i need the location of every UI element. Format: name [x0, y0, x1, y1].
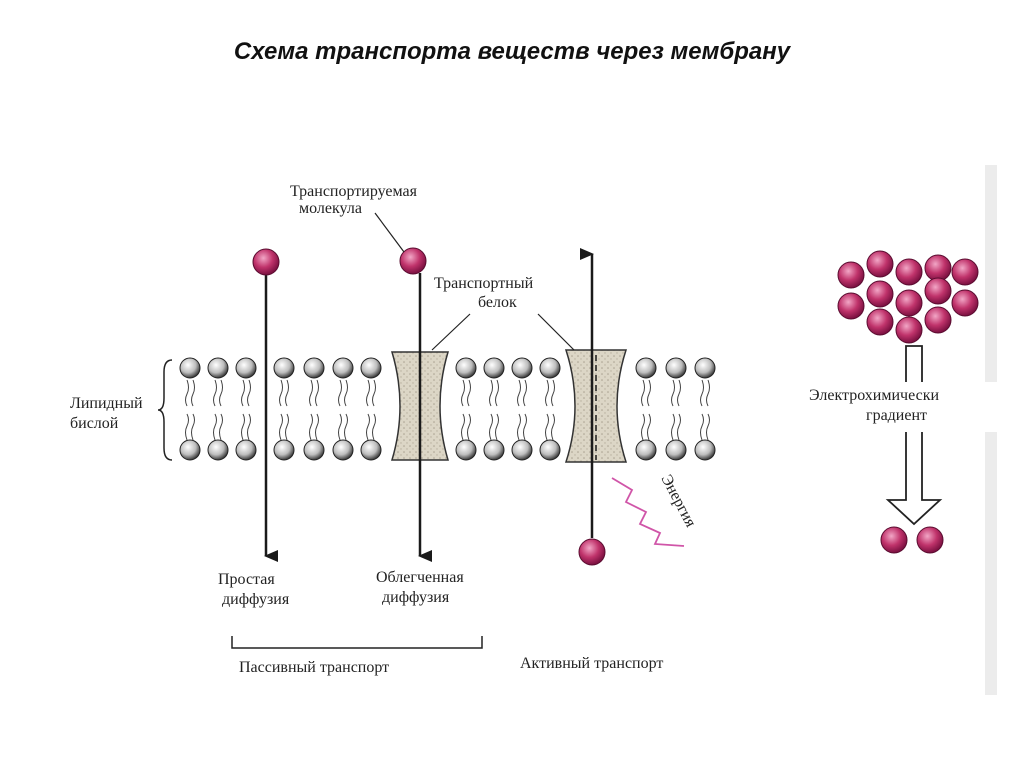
lipid-molecule — [694, 357, 716, 461]
cluster-molecule — [837, 292, 865, 320]
lipid-molecule — [455, 357, 477, 461]
gradient-arrow — [885, 345, 943, 526]
label-energy: Энергия — [657, 472, 699, 531]
cluster-molecule — [895, 316, 923, 344]
label-transported-molecule-2: молекула — [299, 200, 362, 217]
cluster-molecule — [866, 250, 894, 278]
lipid-molecule — [665, 357, 687, 461]
cluster-molecule — [951, 258, 979, 286]
lipid-molecule — [235, 357, 257, 461]
lipid-molecule — [635, 357, 657, 461]
cluster-molecule — [895, 258, 923, 286]
gradient-molecule-2 — [916, 526, 944, 554]
label-simple-diffusion-2: диффузия — [222, 591, 290, 608]
molecule-cluster — [837, 250, 979, 344]
cluster-molecule — [924, 254, 952, 282]
label-facilitated-diffusion-2: диффузия — [382, 589, 450, 606]
gradient-molecule-1 — [880, 526, 908, 554]
cluster-molecule — [924, 306, 952, 334]
label-gradient-1: Электрохимически — [809, 387, 939, 404]
label-lipid-bilayer-1: Липидный — [70, 395, 143, 412]
label-transport-protein-1: Транспортный — [434, 275, 534, 292]
label-transported-molecule-1: Транспортируемая — [290, 183, 418, 200]
gradient-label-bg — [800, 382, 1000, 432]
passive-transport-bracket — [231, 636, 483, 649]
label-facilitated-diffusion-1: Облегченная — [376, 569, 464, 586]
cluster-molecule — [866, 308, 894, 336]
label-simple-diffusion-1: Простая — [218, 571, 275, 588]
molecule-pointer-line — [374, 212, 405, 253]
protein-pointer-left — [431, 313, 471, 351]
molecule-simple-diffusion — [252, 248, 280, 276]
lipid-molecule — [511, 357, 533, 461]
label-transport-protein-2: белок — [478, 294, 517, 311]
label-gradient-2: градиент — [866, 407, 927, 424]
cluster-molecule — [866, 280, 894, 308]
molecule-facilitated — [399, 247, 427, 275]
lipid-bilayer — [179, 357, 716, 461]
cluster-molecule — [837, 261, 865, 289]
page-title: Схема транспорта веществ через мембрану — [233, 38, 791, 65]
label-active-transport: Активный транспорт — [520, 655, 663, 672]
lipid-molecule — [332, 357, 354, 461]
bilayer-bracket — [157, 359, 173, 461]
molecule-active — [578, 538, 606, 566]
lipid-molecule — [483, 357, 505, 461]
cluster-molecule — [924, 277, 952, 305]
cluster-molecule — [951, 289, 979, 317]
cluster-molecule — [895, 289, 923, 317]
lipid-molecule — [179, 357, 201, 461]
protein-pointer-right — [537, 313, 575, 351]
lipid-molecule — [273, 357, 295, 461]
lipid-molecule — [360, 357, 382, 461]
label-lipid-bilayer-2: бислой — [70, 415, 119, 432]
lipid-molecule — [303, 357, 325, 461]
lipid-molecule — [539, 357, 561, 461]
label-passive-transport: Пассивный транспорт — [239, 659, 389, 676]
energy-squiggle — [611, 477, 685, 547]
lipid-molecule — [207, 357, 229, 461]
